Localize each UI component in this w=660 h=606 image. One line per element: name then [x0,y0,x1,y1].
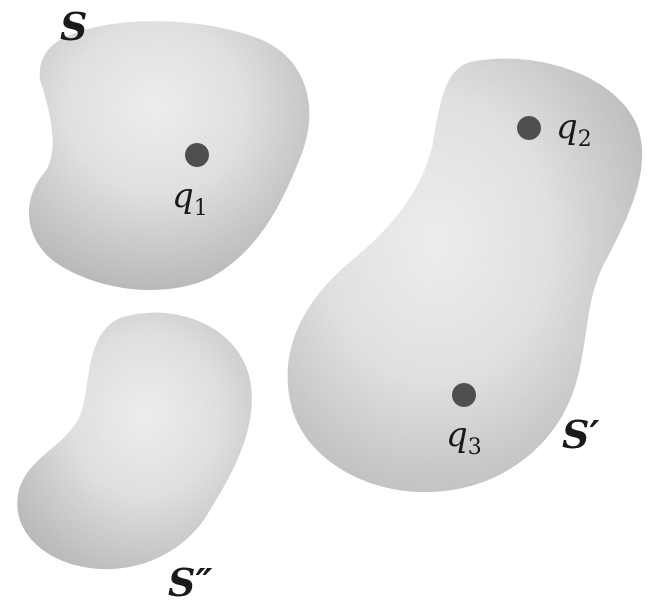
charge-q2-index: 2 [578,127,592,152]
charge-q3-symbol: q [446,415,468,455]
charge-q2-dot [517,116,541,140]
charge-q3-index: 3 [468,435,482,460]
charge-q3-dot [452,383,476,407]
surface-label-s-double-prime: S″ [168,560,212,605]
surface-label-s-prime: S′ [562,412,599,457]
charge-q2-symbol: q [556,107,578,147]
surface-s-double-prime [17,313,252,570]
charge-q1-dot [185,143,209,167]
charge-q1-index: 1 [194,196,208,221]
surface-label-s: S [60,4,87,49]
surface-s [29,21,309,290]
charge-q1-symbol: q [172,176,194,216]
